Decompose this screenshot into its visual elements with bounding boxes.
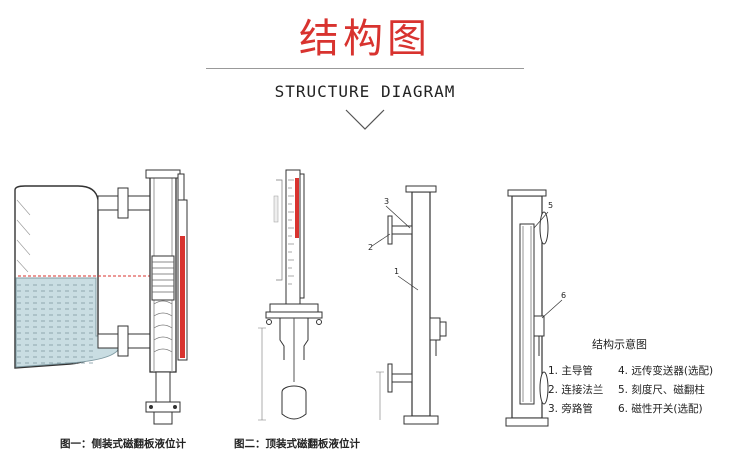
legend-item: 4. 远传变送器(选配): [618, 365, 714, 377]
figure1-side-mounted: [14, 169, 188, 425]
chevron-down-icon: [345, 109, 385, 130]
legend-title: 结构示意图: [592, 338, 647, 351]
part-number-3: 3: [384, 197, 389, 206]
legend-item: 5. 刻度尺、磁翻柱: [618, 384, 705, 396]
figure2-top-mounted: [258, 169, 323, 421]
legend-item: 2. 连接法兰: [548, 384, 604, 396]
figure3-bypass-structure: [371, 185, 447, 425]
part-number-5: 5: [548, 201, 553, 210]
legend-item: 6. 磁性开关(选配): [618, 403, 703, 415]
part-number-1: 1: [394, 267, 399, 276]
page-title: 结构图: [299, 16, 431, 62]
title-divider: [206, 68, 524, 69]
legend-item: 3. 旁路管: [548, 403, 593, 415]
page-subtitle: STRUCTURE DIAGRAM: [274, 82, 456, 101]
figure4-indicator-detail: [505, 189, 563, 427]
figure2-caption: 图二：顶装式磁翻板液位计: [234, 438, 360, 450]
part-number-6: 6: [561, 291, 566, 300]
figure1-caption: 图一：侧装式磁翻板液位计: [60, 438, 186, 450]
legend-item: 1. 主导管: [548, 365, 593, 377]
part-number-2: 2: [368, 243, 373, 252]
